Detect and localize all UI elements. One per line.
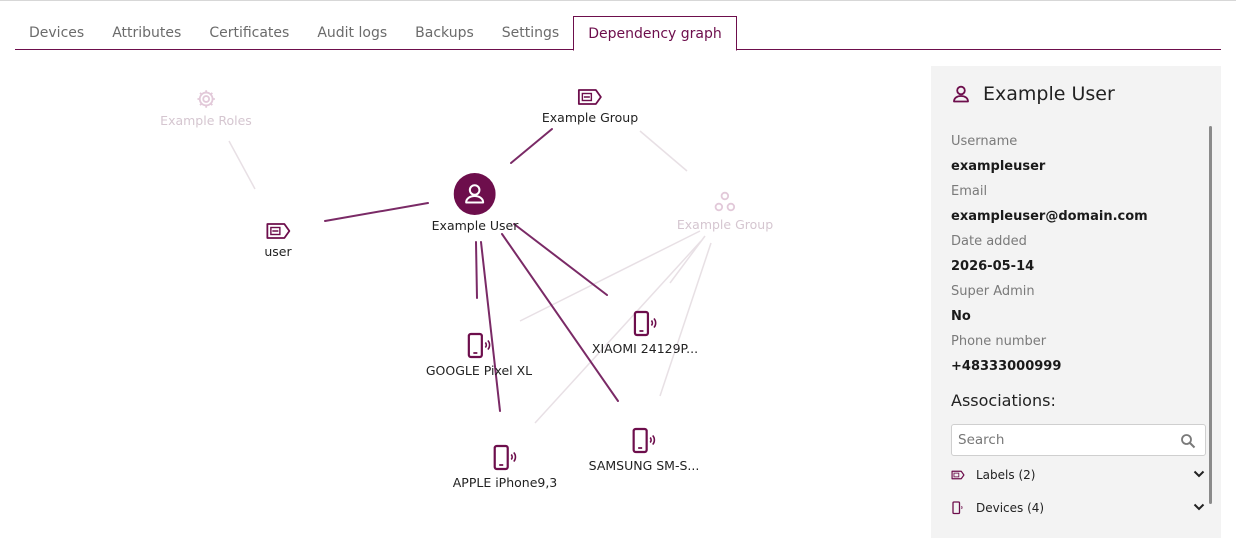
graph-node-label: Example Group [541,110,639,125]
chevron-down-icon[interactable] [1192,467,1206,481]
label-tag-icon [266,223,290,239]
field-value-username: exampleuser [951,159,1046,174]
gear-icon [197,90,215,108]
user-icon [953,85,969,103]
edge-user-apple [480,241,501,412]
details-scrollbar[interactable] [1209,126,1212,504]
graph-node-group-right[interactable]: Example Group [677,190,773,232]
graph-node-label: Example User [431,218,519,233]
field-value-date-added: 2026-05-14 [951,259,1035,274]
label-tag-icon [951,470,965,480]
association-labels-text: Labels (2) [976,468,1036,482]
edge-user-group-top [510,128,553,164]
edge-group-right-apple [534,240,702,424]
edge-user-samsung [501,233,619,402]
field-label-email: Email [951,184,988,199]
phone-icon [632,427,656,454]
field-label-date-added: Date added [951,234,1027,249]
association-labels[interactable]: Labels (2) [951,464,1206,486]
search-icon[interactable] [1180,433,1196,449]
association-devices-text: Devices (4) [976,501,1045,515]
edge-roles-user-label [228,140,256,190]
associations-search [951,424,1206,456]
tab-backups[interactable]: Backups [415,25,474,41]
tab-dependency-graph[interactable]: Dependency graph [573,16,737,51]
chevron-down-icon[interactable] [1192,500,1206,514]
graph-node-label: Example Roles [160,113,252,128]
graph-node-label: SAMSUNG SM-S... [588,458,700,473]
graph-node-samsung[interactable]: SAMSUNG SM-S... [588,427,700,473]
details-title: Example User [983,83,1115,105]
edge-user-xiaomi [513,223,608,296]
graph-edges [228,128,712,424]
graph-node-google[interactable]: GOOGLE Pixel XL [426,332,532,378]
tab-bar: Devices Attributes Certificates Audit lo… [15,16,1221,51]
tab-devices[interactable]: Devices [29,25,85,41]
edge-group-top-group-right [639,130,688,172]
phone-icon [952,501,963,515]
field-value-email: exampleuser@domain.com [951,209,1148,224]
tab-certificates[interactable]: Certificates [209,25,290,41]
graph-node-apple[interactable]: APPLE iPhone9,3 [452,444,558,490]
tab-settings[interactable]: Settings [501,25,560,41]
label-tag-icon [578,89,602,105]
edge-user-google [475,241,478,299]
edge-group-right-google [519,230,701,322]
edge-user-user-label [324,202,429,222]
dependency-graph-canvas[interactable]: Example Roles Example Group Example Grou… [15,51,925,547]
group-icon [714,191,736,212]
graph-node-label: XIAOMI 24129P... [591,341,699,356]
tab-audit-logs[interactable]: Audit logs [317,25,388,41]
graph-node-xiaomi[interactable]: XIAOMI 24129P... [592,310,698,356]
field-label-phone: Phone number [951,334,1047,349]
graph-node-label: APPLE iPhone9,3 [452,475,558,490]
field-value-phone: +48333000999 [951,359,1062,374]
graph-node-label: user [264,244,292,259]
top-divider [0,0,1236,1]
graph-node-label: Example Group [676,217,774,232]
graph-node-roles[interactable]: Example Roles [160,88,252,128]
edge-group-right-samsung [659,242,712,397]
search-input[interactable] [958,432,1168,448]
associations-title: Associations: [951,391,1056,410]
user-icon [453,173,496,215]
graph-node-user-label[interactable]: user [264,221,292,259]
association-devices[interactable]: Devices (4) [951,497,1206,519]
phone-icon [633,310,657,337]
graph-node-group-top[interactable]: Example Group [542,87,638,125]
phone-icon [467,332,491,359]
field-label-super-admin: Super Admin [951,284,1035,299]
details-panel: Example User Username exampleuser Email … [931,66,1221,538]
details-header: Example User [951,83,1115,105]
graph-node-center-user[interactable]: Example User [431,173,519,233]
phone-icon [493,444,517,471]
field-value-super-admin: No [951,309,971,324]
graph-node-label: GOOGLE Pixel XL [425,363,533,378]
tab-attributes[interactable]: Attributes [112,25,182,41]
field-label-username: Username [951,134,1018,149]
